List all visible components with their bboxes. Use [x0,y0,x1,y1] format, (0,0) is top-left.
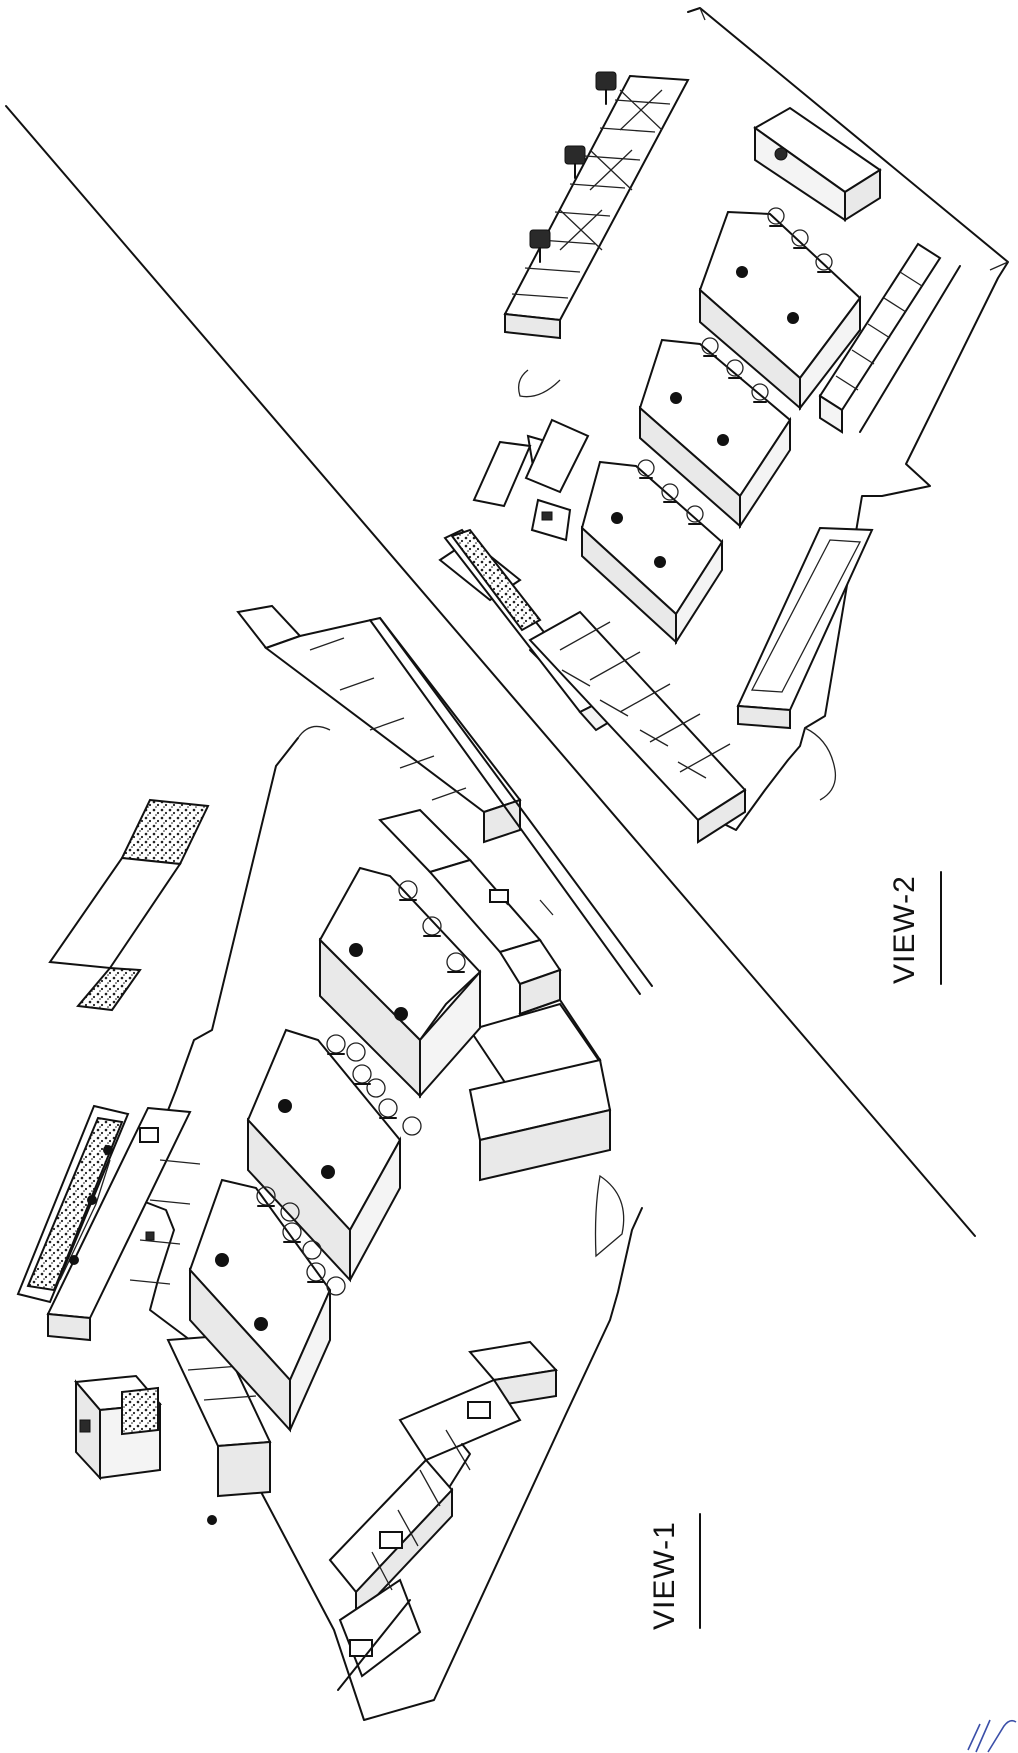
view-2-drawing [438,7,1009,844]
view-divider-line [5,105,976,1237]
view-2-label-group: VIEW-2 [888,871,942,985]
view-1-label-group: VIEW-1 [648,1513,701,1630]
view-2-island-benches [580,210,862,646]
view-1-drawing [16,604,653,1721]
view-1-island-benches [188,866,482,1433]
view-1-label: VIEW-1 [648,1521,681,1630]
signature-mark [967,1719,1017,1753]
view-2-label: VIEW-2 [888,875,921,984]
